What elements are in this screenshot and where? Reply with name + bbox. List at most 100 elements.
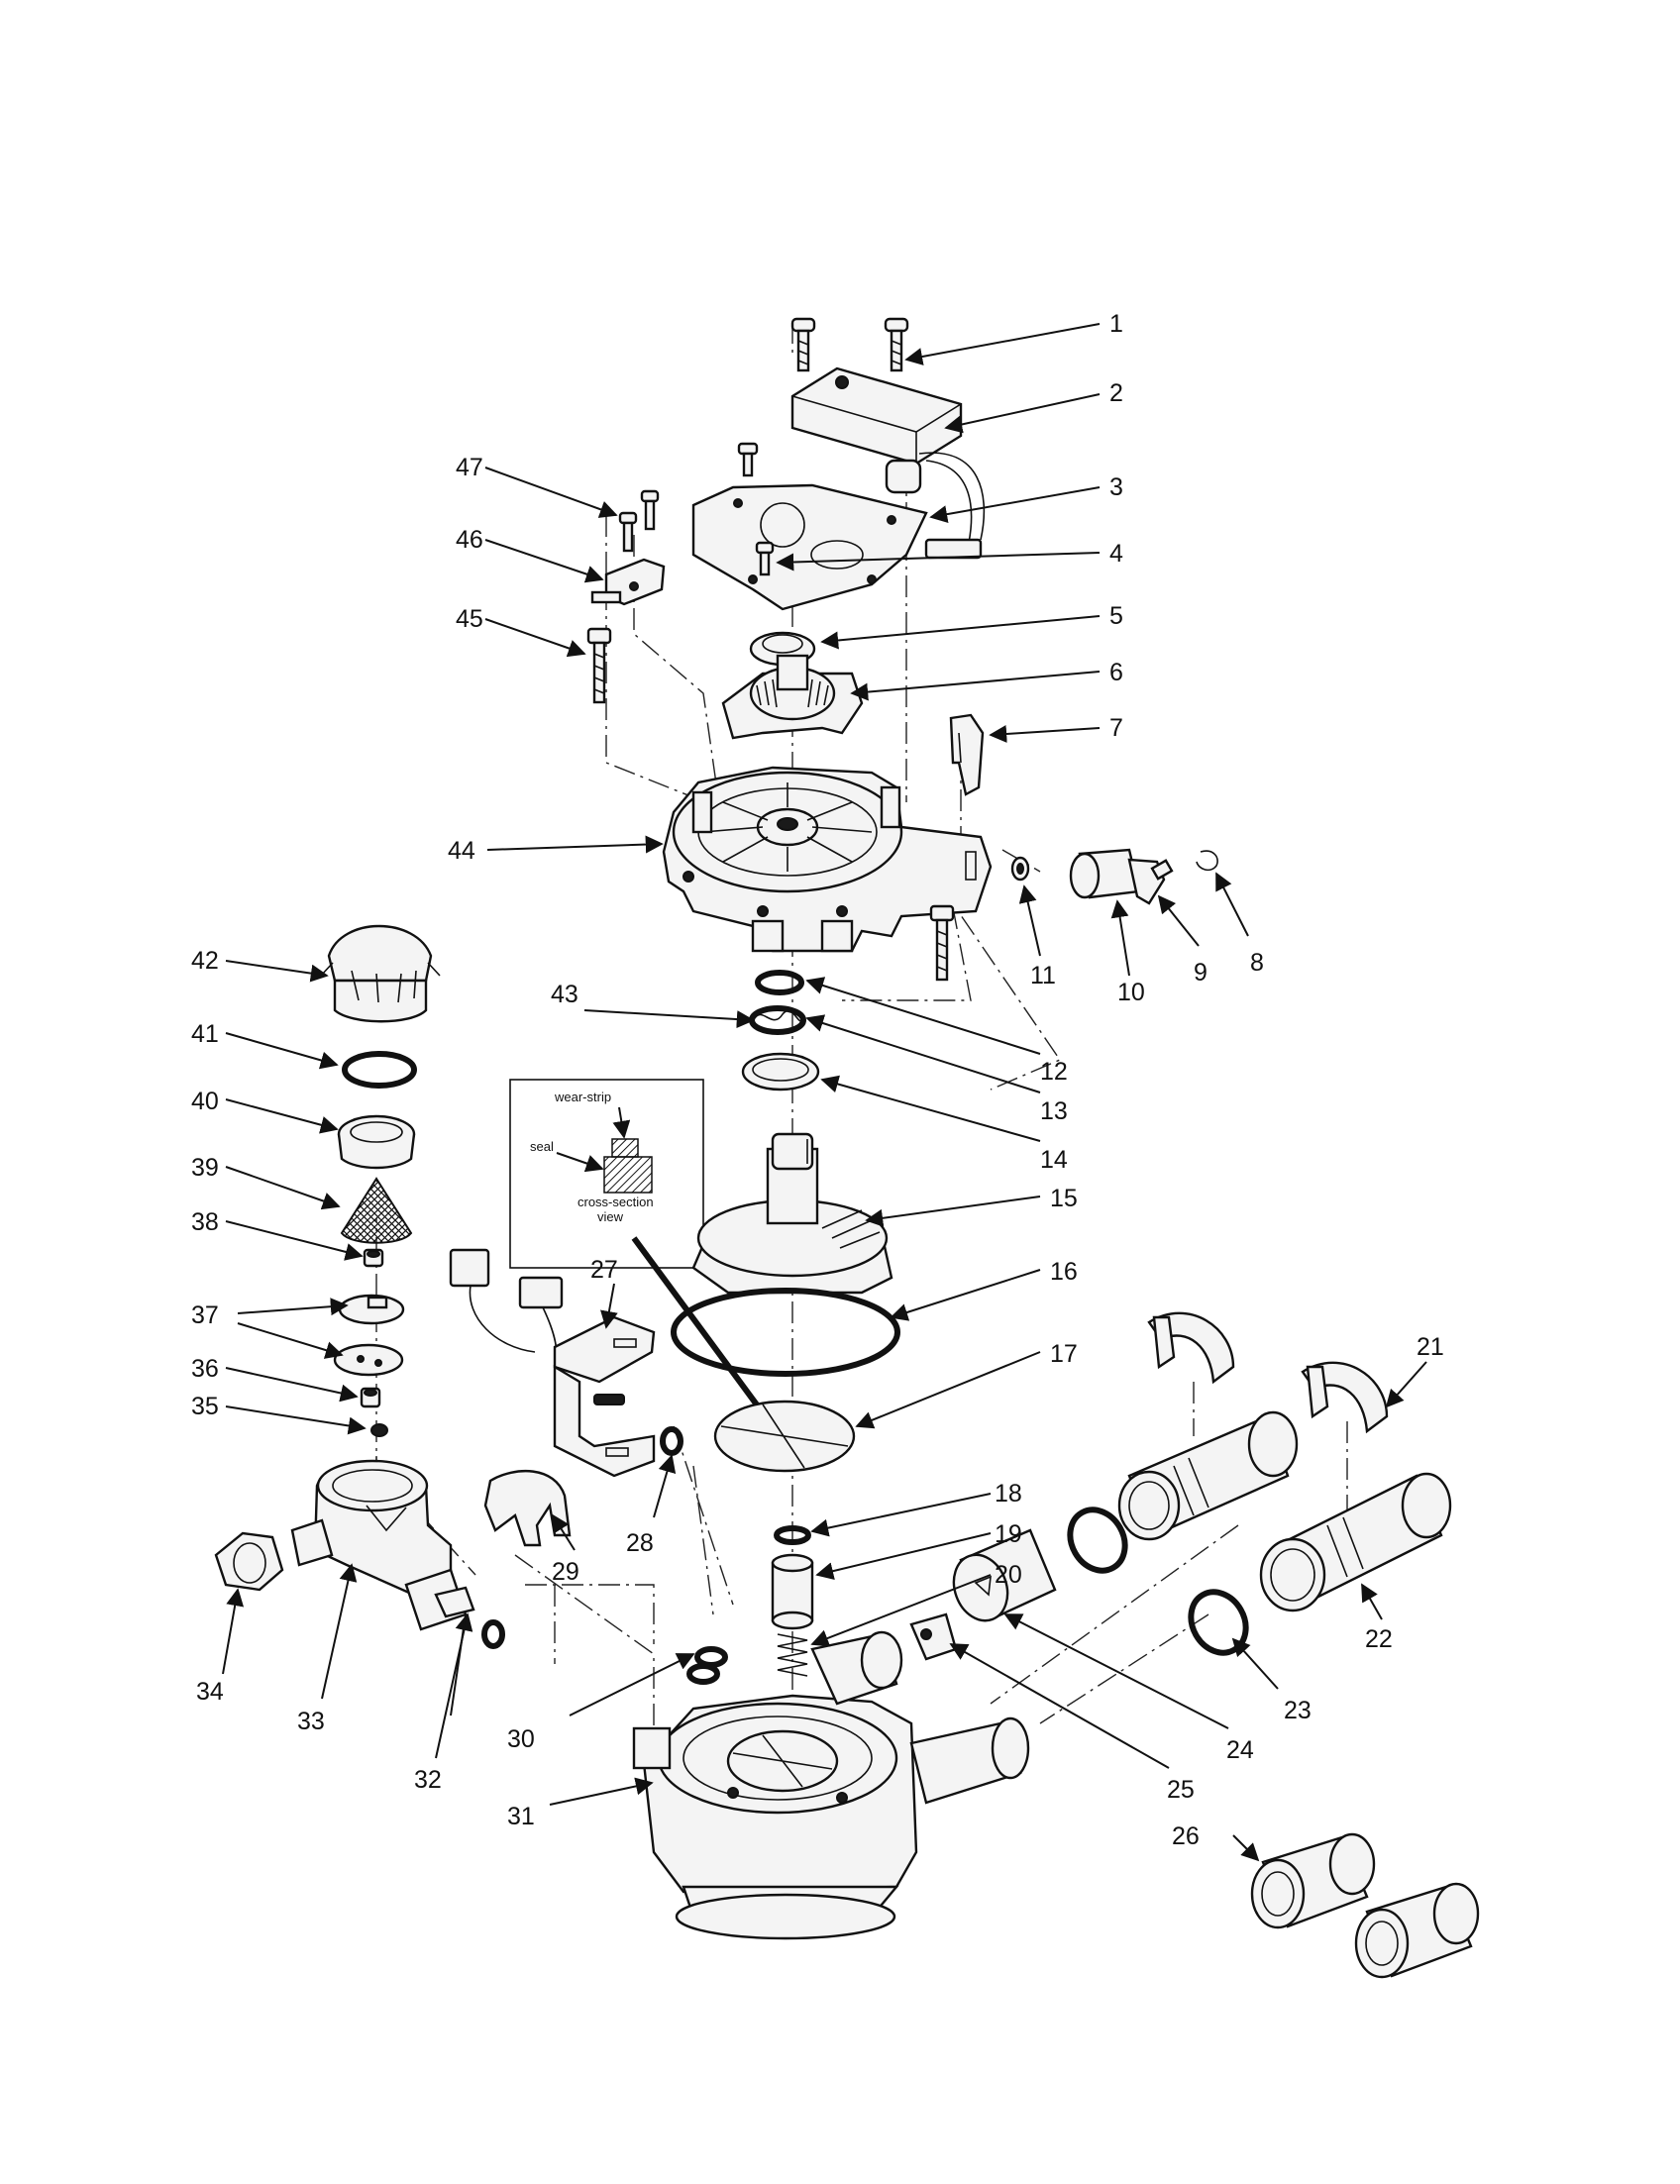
callout-8: 8 — [1250, 949, 1264, 977]
callout-33: 33 — [297, 1708, 325, 1735]
leader-lines — [222, 323, 1427, 1862]
part-20-spring — [777, 1633, 808, 1677]
part-35-throat — [370, 1423, 388, 1437]
part-17-disc — [713, 1400, 856, 1473]
part-8-clamp — [1196, 850, 1218, 872]
part-10-drain-fitting — [1069, 848, 1141, 899]
callout-39: 39 — [191, 1154, 219, 1182]
part-33-injector-body — [290, 1459, 475, 1631]
part-31-valve-body — [632, 1630, 1030, 1940]
part-46-switch — [590, 558, 666, 606]
part-1-screws — [790, 317, 909, 372]
part-19-sleeve — [771, 1553, 814, 1630]
callout-1: 1 — [1109, 310, 1123, 338]
part-45-screws — [586, 627, 955, 982]
inset-cross-section: wear-strip seal cross-section view — [509, 1079, 776, 1428]
callout-45: 45 — [456, 605, 483, 633]
part-40-retainer — [337, 1114, 416, 1170]
callout-13: 13 — [1040, 1097, 1068, 1125]
callout-11: 11 — [1030, 962, 1056, 989]
callout-6: 6 — [1109, 659, 1123, 686]
part-44-housing — [662, 766, 993, 953]
callout-20: 20 — [995, 1561, 1022, 1589]
callout-9: 9 — [1194, 959, 1208, 987]
part-21-clips — [1147, 1311, 1389, 1434]
part-18-oring — [774, 1525, 811, 1545]
callout-35: 35 — [191, 1393, 219, 1420]
callout-42: 42 — [191, 947, 219, 975]
part-37-plates — [333, 1294, 405, 1377]
part-27-bracket — [449, 1248, 656, 1478]
callout-27: 27 — [590, 1256, 618, 1284]
part-14-seal — [741, 1052, 820, 1092]
part-34-nut — [214, 1531, 284, 1592]
callout-30: 30 — [507, 1725, 535, 1753]
callout-46: 46 — [456, 526, 483, 554]
part-16-seal-ring — [671, 1288, 900, 1377]
callout-3: 3 — [1109, 473, 1123, 501]
part-2-motor — [790, 366, 986, 560]
callout-38: 38 — [191, 1208, 219, 1236]
callout-24: 24 — [1226, 1736, 1254, 1764]
callout-15: 15 — [1050, 1185, 1078, 1212]
callout-23: 23 — [1284, 1697, 1312, 1724]
inset-seal-label: seal — [530, 1139, 554, 1154]
part-30-orings — [686, 1646, 728, 1685]
callout-37: 37 — [191, 1301, 219, 1329]
callout-4: 4 — [1109, 540, 1123, 568]
callout-28: 28 — [626, 1529, 654, 1557]
callout-31: 31 — [507, 1803, 535, 1830]
callout-2: 2 — [1109, 379, 1123, 407]
part-25-nozzle — [909, 1612, 958, 1661]
callout-16: 16 — [1050, 1258, 1078, 1286]
callout-7: 7 — [1109, 714, 1123, 742]
part-39-screen — [340, 1177, 413, 1244]
callout-22: 22 — [1365, 1625, 1393, 1653]
part-24-bypass-valve — [952, 1528, 1057, 1622]
callout-36: 36 — [191, 1355, 219, 1383]
part-6-gear — [721, 654, 864, 740]
callout-5: 5 — [1109, 602, 1123, 630]
part-29-clip — [483, 1470, 572, 1547]
part-36-nozzle — [360, 1387, 381, 1408]
part-22-tubes — [1117, 1410, 1452, 1612]
part-11-washer — [1010, 856, 1030, 882]
part-32-oring — [481, 1619, 505, 1649]
part-4-screw — [755, 541, 775, 576]
part-38-nozzle — [363, 1248, 384, 1268]
part-7-clip — [949, 713, 985, 796]
part-3-plate — [691, 442, 928, 611]
callout-29: 29 — [552, 1558, 579, 1586]
callout-26: 26 — [1172, 1822, 1200, 1850]
callout-21: 21 — [1417, 1333, 1444, 1361]
part-12-oring — [755, 970, 804, 995]
part-28-oring — [660, 1426, 683, 1456]
callout-44: 44 — [448, 837, 475, 865]
callout-14: 14 — [1040, 1146, 1068, 1174]
callout-labels: 1 2 3 4 5 6 7 8 9 10 11 12 13 14 15 16 1… — [191, 310, 1444, 1850]
part-15-rotor — [691, 1132, 893, 1295]
part-47-screws — [618, 489, 660, 553]
callout-47: 47 — [456, 454, 483, 481]
part-42-cap — [320, 924, 441, 1023]
part-26-adapters — [1250, 1832, 1480, 1979]
part-9-drain-elbow — [1127, 858, 1174, 905]
callout-10: 10 — [1117, 979, 1145, 1006]
callout-19: 19 — [995, 1520, 1022, 1548]
callout-12: 12 — [1040, 1058, 1068, 1086]
callout-41: 41 — [191, 1020, 219, 1048]
callout-43: 43 — [551, 981, 578, 1008]
callout-25: 25 — [1167, 1776, 1195, 1804]
part-43-wave-washer — [749, 1005, 806, 1035]
callout-34: 34 — [196, 1678, 224, 1706]
part-41-oring — [342, 1051, 417, 1089]
callout-18: 18 — [995, 1480, 1022, 1508]
inset-cross-section-label: cross-section — [578, 1195, 654, 1209]
callout-40: 40 — [191, 1088, 219, 1115]
callout-32: 32 — [414, 1766, 442, 1794]
inset-view-label: view — [597, 1209, 624, 1224]
inset-wear-strip-label: wear-strip — [554, 1090, 611, 1104]
callout-17: 17 — [1050, 1340, 1078, 1368]
